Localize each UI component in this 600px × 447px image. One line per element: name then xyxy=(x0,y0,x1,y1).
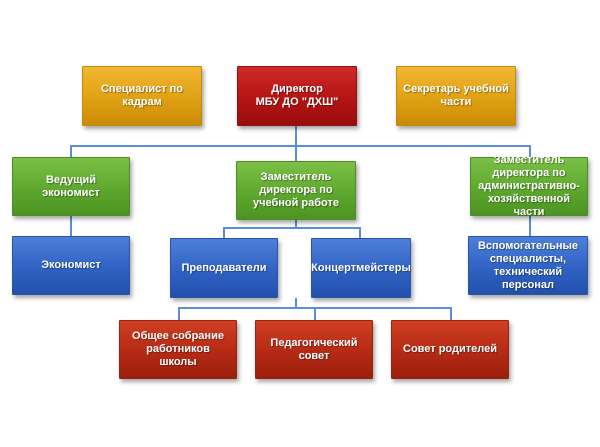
lead-economist-label: Ведущий экономист xyxy=(42,173,100,199)
pedagogical-council-box: Педагогический совет xyxy=(255,320,373,379)
connector-director-down xyxy=(295,126,297,146)
connector-to-parents-council xyxy=(450,307,452,320)
deputy-edu-label: Заместитель директора по учебной работе xyxy=(252,171,340,209)
connector-to-deputy-admin xyxy=(529,145,531,157)
connector-to-general-meeting xyxy=(178,307,180,320)
support-staff-label: Вспомогательные специалисты, технический… xyxy=(477,239,579,291)
teachers-label: Преподаватели xyxy=(181,261,267,274)
general-meeting-box: Общее собрание работников школы xyxy=(119,320,237,379)
secretary-box: Секретарь учебной части xyxy=(396,66,516,126)
support-staff-box: Вспомогательные специалисты, технический… xyxy=(468,236,588,295)
connector-to-deputy-edu xyxy=(295,145,297,162)
deputy-edu-box: Заместитель директора по учебной работе xyxy=(236,161,356,220)
accompanists-label: Концертмейстеры xyxy=(311,261,411,274)
parents-council-label: Совет родителей xyxy=(403,343,497,355)
secretary-label: Секретарь учебной части xyxy=(403,83,509,108)
accompanists-box: Концертмейстеры xyxy=(311,238,411,298)
connector-top-bus xyxy=(70,145,530,147)
director-org: МБУ ДО "ДХШ" xyxy=(255,96,339,108)
connector-to-teachers xyxy=(223,227,225,238)
connector-to-accompanists xyxy=(359,227,361,238)
connector-to-support-staff xyxy=(529,216,531,236)
director-title: Директор xyxy=(271,83,323,95)
connector-to-economist xyxy=(70,216,72,236)
connector-staff-bus xyxy=(223,227,359,229)
lead-economist-box: Ведущий экономист xyxy=(12,157,130,216)
teachers-box: Преподаватели xyxy=(170,238,278,298)
general-meeting-label: Общее собрание работников школы xyxy=(132,330,224,368)
connector-to-lead-economist xyxy=(70,145,72,158)
economist-box: Экономист xyxy=(12,236,130,295)
economist-label: Экономист xyxy=(41,259,101,271)
connector-staff-down xyxy=(295,298,297,308)
pedagogical-council-label: Педагогический совет xyxy=(270,336,358,362)
hr-specialist-box: Специалист по кадрам xyxy=(82,66,202,126)
director-box: Директор МБУ ДО "ДХШ" xyxy=(237,66,357,126)
deputy-admin-box: Заместитель директора по административно… xyxy=(470,154,588,218)
connector-to-pedagogical-council xyxy=(314,307,316,320)
hr-specialist-label: Специалист по кадрам xyxy=(100,83,184,108)
deputy-admin-label: Заместитель директора по административно… xyxy=(478,154,580,218)
parents-council-box: Совет родителей xyxy=(391,320,509,379)
connector-deputy-edu-down xyxy=(295,220,297,228)
